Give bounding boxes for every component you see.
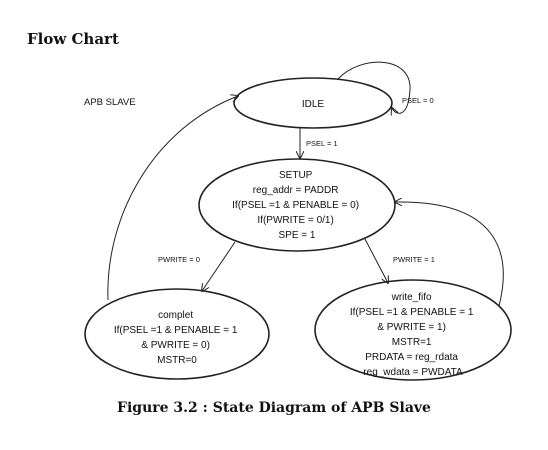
state-complet-line: MSTR=0	[157, 355, 197, 366]
state-write-fifo-text: write_fifo If(PSEL =1 & PENABLE = 1 & PW…	[350, 292, 476, 378]
state-setup-line: SETUP	[279, 170, 313, 181]
state-complet-line: complet	[158, 310, 193, 321]
state-setup-line: reg_addr = PADDR	[253, 185, 339, 196]
edge-idle-self-loop	[337, 61, 411, 113]
state-write-fifo-line: reg_wdata = PWDATA	[363, 367, 463, 378]
edge-setup-to-write-fifo	[364, 238, 388, 283]
edge-setup-to-complet	[202, 241, 236, 291]
state-write-fifo-line: MSTR=1	[392, 337, 432, 348]
edge-complet-to-idle	[107, 96, 238, 301]
state-complet-shape	[84, 288, 270, 380]
state-idle: IDLE	[233, 77, 393, 129]
state-write-fifo-line: If(PSEL =1 & PENABLE = 1	[350, 307, 474, 318]
state-setup-line: If(PWRITE = 0/1)	[257, 215, 333, 226]
state-write-fifo-line: PRDATA = reg_rdata	[365, 352, 458, 363]
state-write-fifo: write_fifo If(PSEL =1 & PENABLE = 1 & PW…	[314, 279, 512, 381]
state-idle-shape	[233, 77, 393, 129]
state-write-fifo-shape	[314, 279, 512, 381]
edge-label-idle-self: PSEL = 0	[402, 96, 434, 105]
page-heading: Flow Chart	[27, 30, 119, 48]
state-setup-text: SETUP reg_addr = PADDR If(PSEL =1 & PENA…	[232, 170, 362, 241]
edge-label-setup-to-write-fifo: PWRITE = 1	[393, 255, 435, 264]
state-setup: SETUP reg_addr = PADDR If(PSEL =1 & PENA…	[198, 158, 396, 252]
state-idle-label: IDLE	[302, 99, 325, 110]
edge-write-fifo-to-setup	[395, 202, 504, 307]
state-complet-text: complet If(PSEL =1 & PENABLE = 1 & PWRIT…	[114, 310, 240, 366]
state-write-fifo-line: write_fifo	[391, 292, 432, 303]
state-setup-line: SPE = 1	[279, 230, 316, 241]
state-write-fifo-line: & PWRITE = 1)	[377, 322, 446, 333]
edge-label-idle-to-setup: PSEL = 1	[306, 139, 338, 148]
state-complet: complet If(PSEL =1 & PENABLE = 1 & PWRIT…	[84, 288, 270, 380]
state-complet-line: & PWRITE = 0)	[141, 340, 210, 351]
state-setup-line: If(PSEL =1 & PENABLE = 0)	[232, 200, 359, 211]
edge-label-setup-to-complet: PWRITE = 0	[158, 255, 200, 264]
figure-caption: Figure 3.2 : State Diagram of APB Slave	[117, 400, 431, 416]
state-complet-line: If(PSEL =1 & PENABLE = 1	[114, 325, 238, 336]
apb-slave-label: APB SLAVE	[84, 97, 136, 108]
